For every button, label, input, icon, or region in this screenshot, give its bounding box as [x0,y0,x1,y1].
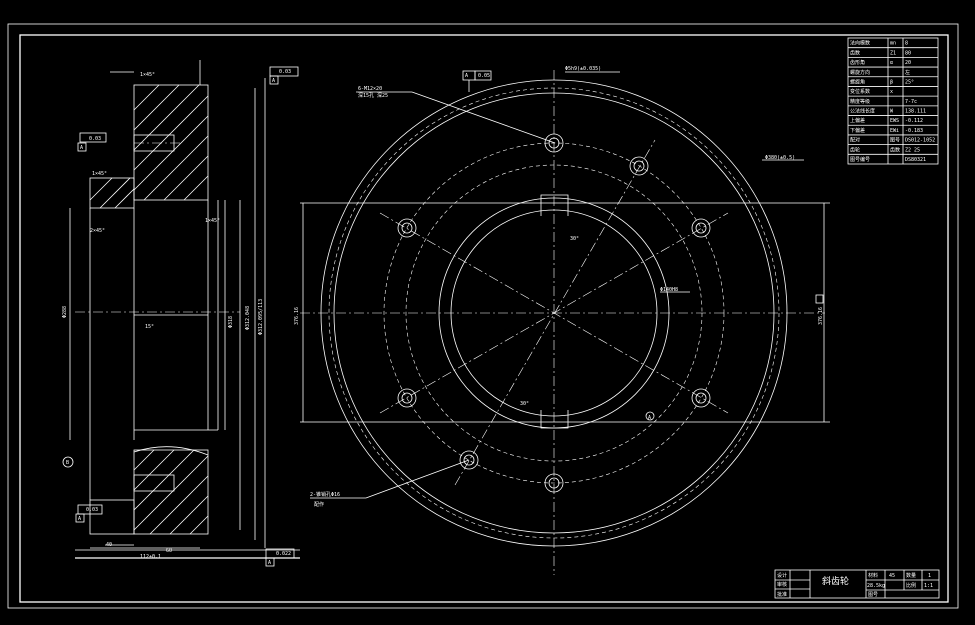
inner-dim: Φ140H8 [660,287,678,293]
side-angle: 15° [145,324,154,330]
table-cell: 上偏差 [850,117,865,124]
chamfer-2: 1×45° [92,171,107,177]
side-view-labels: 0.03 0.03 0.03 0.022 A A A A B 1×45° 1×4… [62,69,291,566]
hatch-top [133,84,209,201]
table-cell: DS80321 [905,157,926,163]
outer-frame [7,23,959,609]
tol-box-1: 0.03 [279,69,291,75]
table-cell: 左 [905,69,910,76]
datum-a-4: A [268,560,271,566]
table-cell: DS012-1052 [905,138,935,144]
width-dim-right: 376.16 [818,307,824,325]
table-cell: x [890,89,893,95]
note-holes-2: 深15孔 深25 [358,92,388,99]
table-cell: 法向模数 [850,40,870,47]
tb-label-review: 审核 [777,581,787,588]
tb-material: 45 [889,573,895,579]
top-tolerance: 0.05 [478,73,490,79]
table-cell: 80 [905,50,911,56]
bottom-dim-2: 60 [166,548,172,554]
bottom-dim-3: 112±0.1 [140,554,161,560]
bottom-dim-1: 40 [106,542,112,548]
width-dim-left: 376.16 [294,307,300,325]
front-view [300,70,830,575]
side-dim-3: Φ312.048 [245,306,251,330]
side-dim-4: Φ312.095/113 [258,299,264,335]
tb-count: 1 [928,573,931,579]
table-cell: 精度等级 [850,98,870,105]
tb-drawing-no-label: 图号 [868,592,878,598]
table-cell: 齿数 [850,49,860,56]
note-holes-1: 6-M12×20 [358,86,382,92]
table-cell: 配对 [850,137,860,144]
tol-box-3: 0.03 [86,507,98,513]
datum-a-2: A [80,145,83,151]
table-cell: 公法线长度 [850,108,875,115]
angle-label-2: 30° [520,401,529,407]
datum-a-1: A [272,78,275,84]
side-section-view [62,60,300,567]
tb-count-label: 数量 [906,572,916,579]
table-cell: 齿轮 [850,146,860,153]
tb-label-design: 设计 [777,572,787,579]
table-cell: 20 [905,60,911,66]
table-cell: β [890,79,893,85]
tb-label-approve: 批准 [777,591,787,598]
table-cell: W [890,109,894,115]
tb-material-label: 材料 [868,572,878,579]
note-pin-1: 2-锥销孔Φ16 [310,491,340,498]
table-cell: -0.112 [905,118,923,124]
table-cell: 螺旋方向 [850,69,870,76]
chamfer-3: 1×45° [205,218,220,224]
tol-box-2: 0.03 [89,136,101,142]
table-cell: 齿形角 [850,59,865,66]
table-cell: 138.111 [905,109,926,115]
table-cell: 25° [905,79,914,85]
top-datum: A [465,73,468,79]
datum-circle-a: A [648,415,651,421]
tb-title: 斜齿轮 [822,575,849,587]
side-dim-1: Φ288 [62,306,68,318]
table-cell: 螺旋角 [850,78,865,85]
table-cell: EWS [890,118,899,124]
table-cell: 变位系数 [850,88,870,95]
datum-a-3: A [78,516,81,522]
datum-b: B [66,460,69,466]
table-cell: 7-7c [905,99,917,105]
table-cell: 图号 [890,138,900,144]
tb-scale-label: 比例 [906,582,916,589]
tb-weight: 28.5kg [867,583,885,589]
drawing-border [19,34,949,603]
note-pin-2: 配作 [314,501,324,508]
top-dim: Φ5h9(±0.035) [565,66,601,72]
outer-dim: Φ380(±0.5) [765,155,795,161]
table-cell: Z1 [890,50,896,56]
front-view-labels: 0.05 Φ5h9(±0.035) 6-M12×20 深15孔 深25 2-锥销… [294,66,824,508]
table-cell: Z2 25 [905,147,920,153]
table-cell: EWi [890,128,899,134]
side-dim-2: Φ318 [228,316,234,328]
tb-scale: 1:1 [924,583,933,589]
title-block: 设计 审核 批准 斜齿轮 材料 45 数量 1 28.5kg 比例 1:1 图号 [774,569,940,599]
hatch-bottom [133,449,209,535]
table-cell: mn [890,41,896,47]
tol-box-4: 0.022 [276,551,291,557]
table-cell: 8 [905,41,908,47]
table-cell: α [890,60,893,66]
chamfer-4: 2×45° [90,228,105,234]
table-cell: 图号编号 [850,156,870,163]
chamfer-1: 1×45° [140,72,155,78]
table-cell: 下偏差 [850,127,865,134]
table-cell: 齿数 [890,146,900,153]
angle-label: 30° [570,236,579,242]
table-cell: -0.183 [905,128,923,134]
